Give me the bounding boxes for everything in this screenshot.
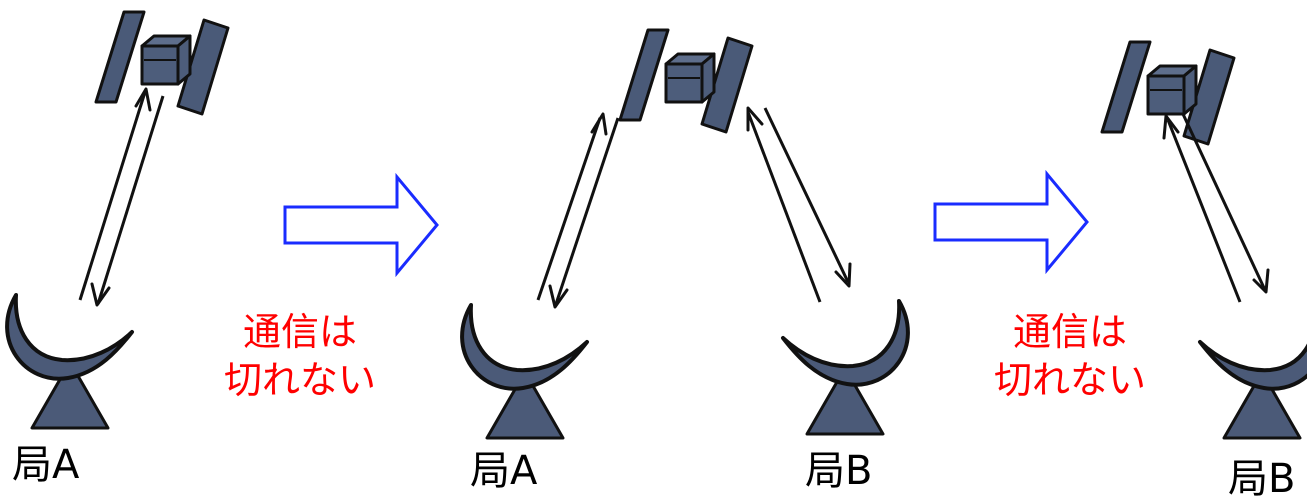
link-lines [78,87,165,307]
right-block-arrow-icon [933,172,1089,272]
transition-note-line2: 切れない [994,358,1146,402]
panel-3: 局B [1100,40,1307,496]
right-block-arrow-icon [283,175,439,275]
ground-station-dish-icon [460,303,589,440]
panel-2: 局A 局B [460,28,910,494]
ground-station-dish-icon [1198,303,1307,440]
station-label: 局A [470,448,538,494]
transition-note-line1: 通信は [1013,310,1127,354]
transition-note-line1: 通信は [243,310,357,354]
ground-station-dish-icon [5,293,134,430]
satellite-icon [1100,40,1236,146]
transition-note-line2: 切れない [224,358,376,402]
transition-2: 通信は 切れない [933,172,1146,402]
ground-station-dish-icon [781,299,910,436]
transition-1: 通信は 切れない [224,175,439,402]
panel-1: 局A [5,10,230,488]
link-lines-a [536,112,620,309]
satellite-icon [618,28,754,134]
station-label: 局B [805,448,872,494]
station-label: 局B [1228,456,1295,496]
link-lines [1162,113,1270,303]
station-label: 局A [12,442,80,488]
link-lines-b [746,106,852,303]
